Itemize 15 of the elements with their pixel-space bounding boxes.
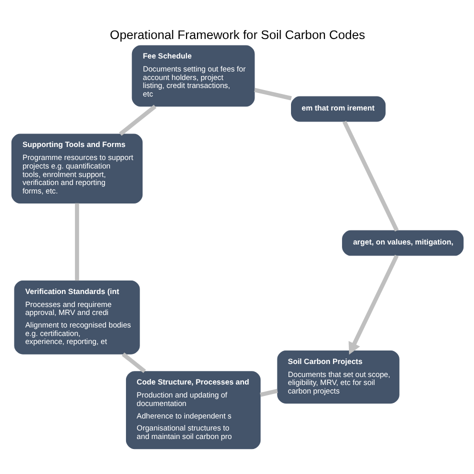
node-box: Fee Schedule Documents setting out fees for account holders, project listing, credit transactions, etc [131, 44, 254, 106]
connector [121, 352, 146, 372]
connector [342, 120, 398, 231]
node-box: Code Structure, Processes and Production and updating of documentation Adherence to independent s Organisational structures to and maintain soil carbon pro [125, 370, 260, 449]
node-box: Verification Standards (int Processes and requireme approval, MRV and credi Alignment to recognised bodies e.g. certification, experience, reporting, et [14, 280, 140, 354]
connector [74, 202, 79, 280]
connector [118, 104, 156, 136]
node-box: arget, on values, mitigation, [342, 230, 464, 256]
connector [254, 87, 292, 100]
node-box: Supporting Tools and Forms Programme resources to support projects e.g. quantification tools, enrolment support, verification and reporting forms, etc. [10, 133, 142, 204]
node-box: Soil Carbon Projects Documents that set out scope, eligibility, MRV, etc for soil carbon projects [276, 350, 399, 404]
arrow [348, 254, 398, 354]
diagram-title: Operational Framework for Soil Carbon Codes [109, 27, 365, 42]
connector [259, 388, 278, 396]
node-box: em that rom irement [290, 96, 386, 122]
